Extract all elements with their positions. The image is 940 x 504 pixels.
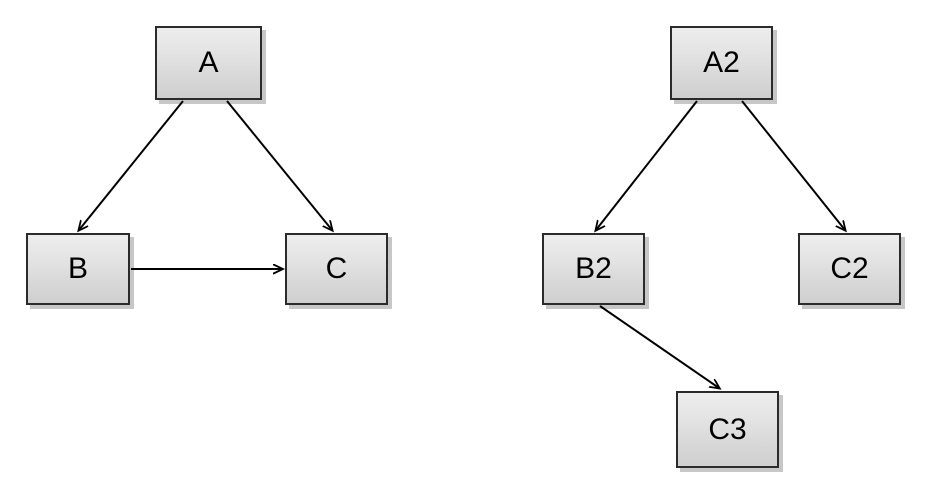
node-b[interactable]: B (26, 233, 130, 305)
edge-a-to-b (79, 100, 184, 230)
node-a2[interactable]: A2 (670, 26, 773, 100)
edge-a2-to-c2 (741, 100, 845, 230)
node-label: B (67, 252, 88, 285)
node-c[interactable]: C (285, 233, 388, 305)
node-label: B2 (575, 252, 612, 285)
edges-group (79, 100, 845, 388)
edge-a-to-c (226, 100, 332, 230)
node-b2[interactable]: B2 (542, 233, 645, 305)
node-c3[interactable]: C3 (676, 391, 779, 468)
edge-a2-to-b2 (596, 100, 698, 230)
node-label: A2 (703, 46, 740, 79)
edge-b2-to-c3 (599, 305, 719, 388)
node-label: C3 (708, 412, 747, 446)
node-label: C2 (830, 252, 869, 285)
node-c2[interactable]: C2 (798, 233, 901, 305)
node-a[interactable]: A (155, 26, 262, 100)
node-label: A (198, 46, 219, 79)
node-label: C (325, 252, 348, 285)
